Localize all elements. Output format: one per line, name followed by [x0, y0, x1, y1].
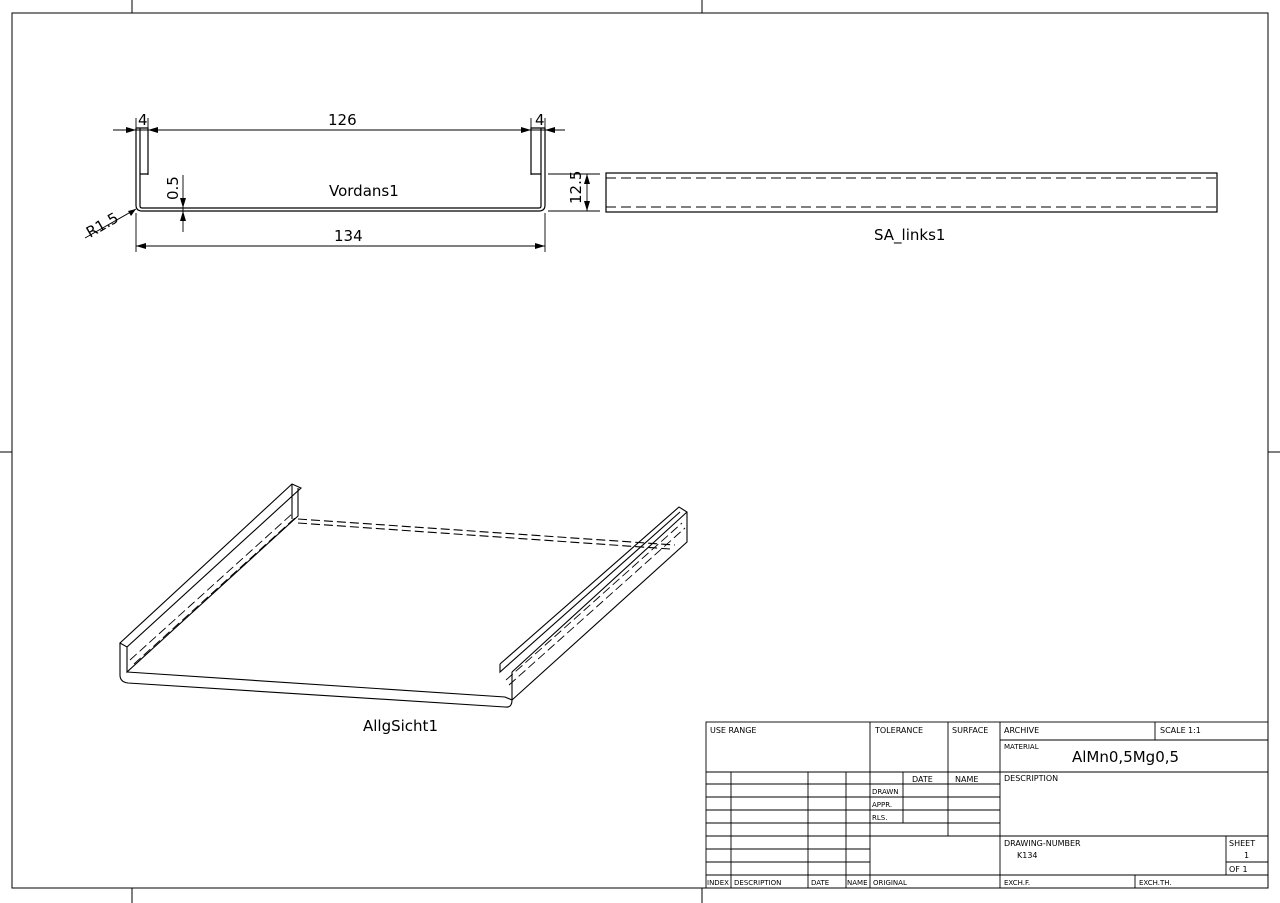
tb-name-col: NAME: [847, 879, 868, 887]
iso-view: [119, 483, 688, 708]
tb-drawn: DRAWN: [872, 788, 899, 796]
tb-exch-f: EXCH.F.: [1004, 879, 1030, 887]
tb-date-header: DATE: [912, 775, 933, 784]
tb-scale-value: 1:1: [1188, 726, 1201, 735]
tb-desc-col: DESCRIPTION: [734, 879, 781, 887]
dim-overall-width: 134: [334, 227, 363, 245]
tb-exch-th: EXCH.TH.: [1139, 879, 1172, 887]
side-view: [605, 172, 1218, 213]
tb-rls: RLS.: [872, 814, 887, 822]
tb-scale-label: SCALE: [1160, 726, 1186, 735]
profile-outline: [135, 128, 546, 212]
dim-thickness: 0.5: [164, 176, 182, 200]
view-label-iso: AllgSicht1: [363, 717, 438, 735]
tb-drawing-number-value: K134: [1017, 851, 1038, 860]
tb-tolerance: TOLERANCE: [874, 726, 923, 735]
tb-description: DESCRIPTION: [1004, 774, 1058, 783]
view-label-front: Vordans1: [329, 182, 399, 200]
tb-appr: APPR.: [872, 801, 892, 809]
tb-index: INDEX: [707, 879, 729, 887]
tb-of-value: OF 1: [1229, 865, 1248, 874]
dim-flange-left: 4: [138, 111, 148, 129]
view-label-side: SA_links1: [874, 226, 945, 245]
tb-sheet-label: SHEET: [1229, 839, 1255, 848]
tb-surface: SURFACE: [952, 726, 988, 735]
dim-radius: R1.5: [83, 209, 122, 242]
title-block: [705, 721, 1269, 889]
profile-flange-ends: [136, 127, 545, 175]
dimension-arrows: [126, 127, 590, 249]
front-view: [135, 127, 546, 212]
tb-use-range: USE RANGE: [710, 726, 756, 735]
tb-archive: ARCHIVE: [1004, 726, 1039, 735]
tb-drawing-number-label: DRAWING-NUMBER: [1004, 839, 1081, 848]
dim-inner-width: 126: [328, 111, 357, 129]
tb-sheet-value: 1: [1244, 851, 1249, 860]
tb-original: ORIGINAL: [873, 879, 907, 887]
dim-flange-right: 4: [535, 111, 545, 129]
dim-height: 12.5: [567, 171, 585, 204]
tb-name-header: NAME: [955, 775, 978, 784]
tb-material-label: MATERIAL: [1004, 743, 1039, 751]
tb-material-value: AlMn0,5Mg0,5: [1072, 748, 1179, 766]
tb-date-col: DATE: [811, 879, 829, 887]
